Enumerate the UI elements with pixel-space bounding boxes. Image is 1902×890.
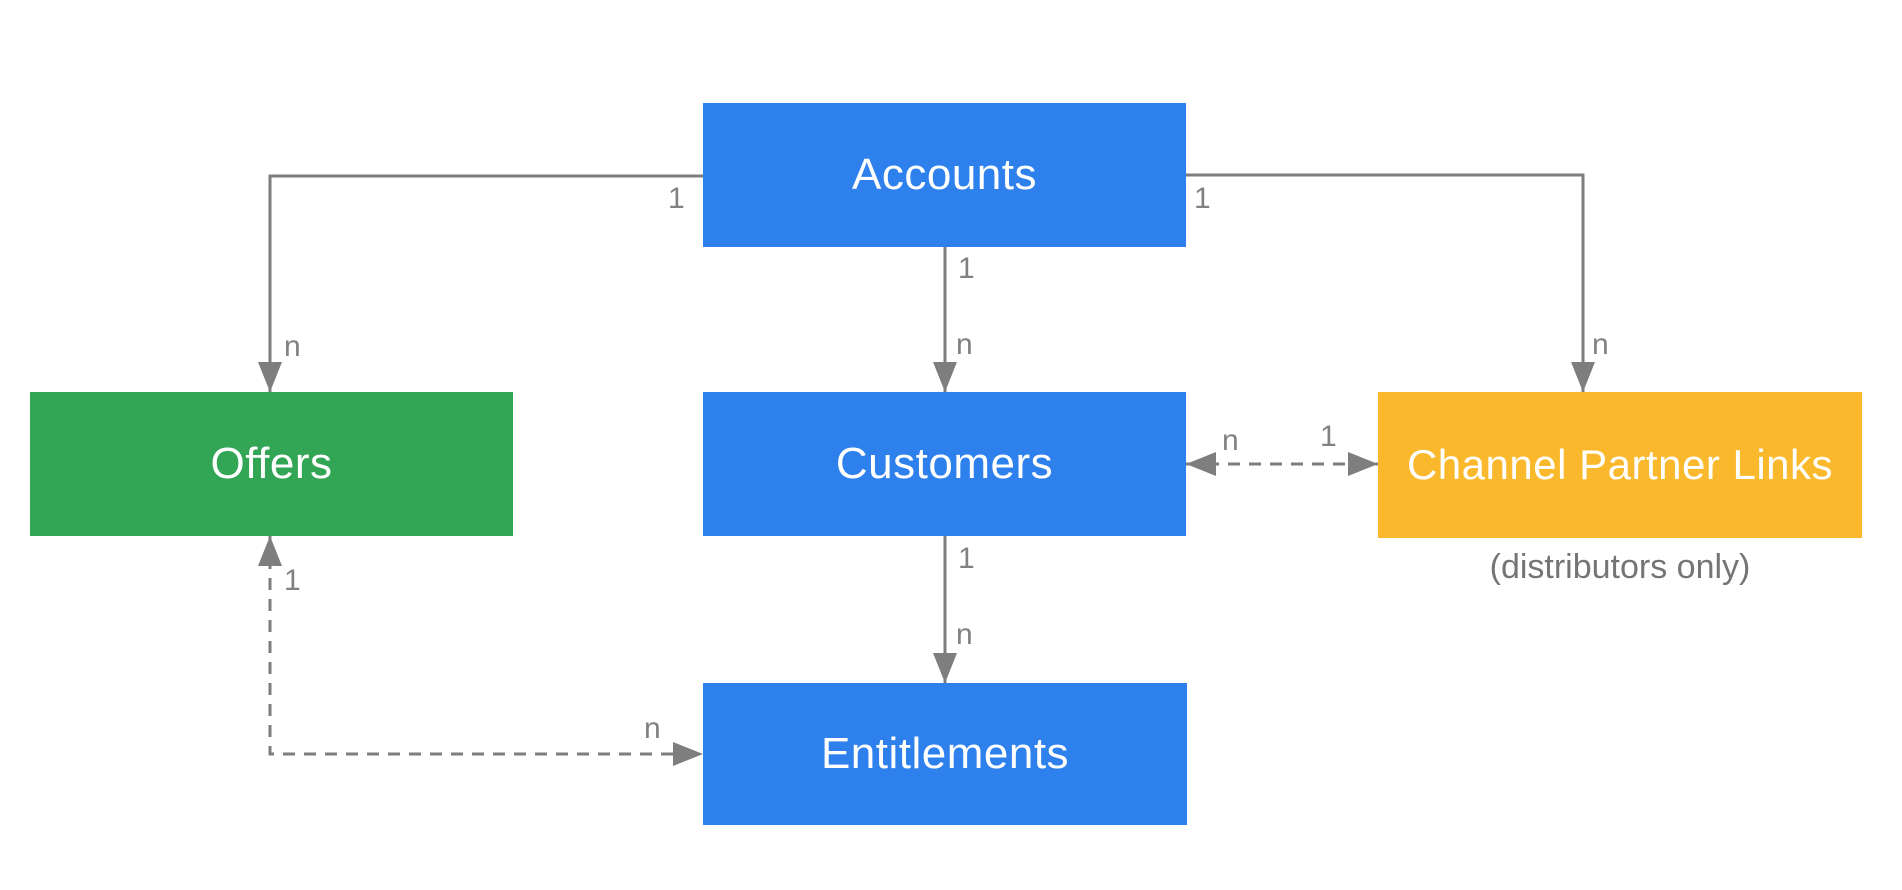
node-accounts-label: Accounts	[852, 150, 1037, 199]
node-customers: Customers	[703, 392, 1186, 536]
node-offers: Offers	[30, 392, 513, 536]
cardinality-customers-entitlements-n: n	[956, 618, 973, 651]
cardinality-customers-cpl-1: 1	[1320, 420, 1337, 453]
cardinality-customers-cpl-n: n	[1222, 424, 1239, 457]
cardinality-customers-entitlements-1: 1	[958, 542, 975, 575]
node-offers-label: Offers	[210, 439, 333, 488]
edge-offers-to-entitlements	[258, 536, 703, 766]
cardinality-offers-entitlements-n: n	[644, 712, 661, 745]
edge-accounts-to-offers	[258, 174, 703, 392]
edge-accounts-to-channel-partner-links	[1186, 173, 1595, 392]
node-accounts: Accounts	[703, 103, 1186, 247]
node-entitlements: Entitlements	[703, 683, 1187, 825]
cardinality-offers-entitlements-1: 1	[284, 564, 301, 597]
node-entitlements-label: Entitlements	[820, 729, 1070, 778]
cardinality-accounts-cpl-1: 1	[1194, 182, 1211, 215]
cardinality-accounts-cpl-n: n	[1592, 328, 1609, 361]
cardinality-accounts-offers-n: n	[284, 330, 301, 363]
cardinality-accounts-customers-1: 1	[958, 252, 975, 285]
node-channel-partner-links-label: Channel Partner Links	[1406, 441, 1834, 488]
node-channel-partner-links-note: (distributors only)	[1489, 548, 1751, 586]
cardinality-accounts-customers-n: n	[956, 328, 973, 361]
cardinality-accounts-offers-1: 1	[668, 182, 685, 215]
node-channel-partner-links: Channel Partner Links	[1378, 392, 1862, 538]
node-customers-label: Customers	[835, 439, 1054, 488]
